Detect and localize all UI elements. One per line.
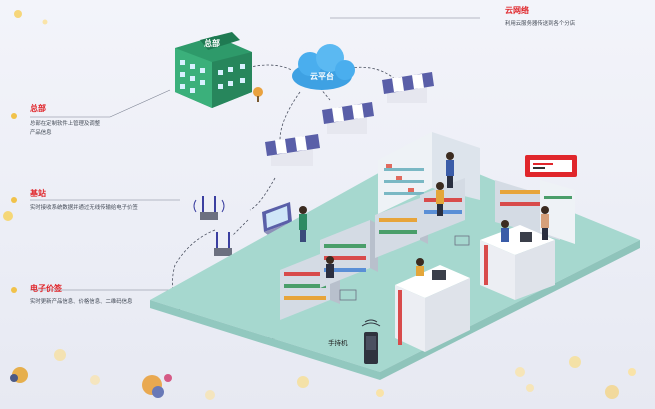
esl-tag-icon	[525, 155, 577, 177]
branch-store-icons	[265, 72, 434, 166]
base-station-title: 基站	[30, 189, 46, 198]
handheld-device-icon	[361, 319, 381, 364]
bokeh-decoration	[3, 10, 636, 400]
branch-store-2	[322, 102, 374, 134]
esl-desc: 实时更新产品信息、价格信息、二维码信息	[30, 299, 133, 305]
back-wall-shelves	[378, 132, 480, 214]
handheld-label: 手持机	[328, 339, 348, 347]
esl-title: 电子价签	[30, 284, 62, 293]
label-bullets	[11, 113, 17, 293]
branch-store-1	[382, 72, 434, 103]
cloud-icon: 云平台	[292, 44, 355, 90]
base-station-icon-2	[214, 232, 232, 256]
cloud-label: 云平台	[310, 71, 334, 81]
hq-title: 总部	[30, 104, 46, 113]
hq-desc-line-1: 总部在定制软件上管理及调整	[30, 121, 101, 127]
cloud-network-title: 云网络	[505, 6, 529, 15]
base-station-icon	[193, 196, 225, 220]
cloud-network-desc: 利用云服务器传送到各个分店	[505, 21, 576, 27]
shoppers	[299, 152, 549, 278]
headquarters-building: 总部	[175, 32, 263, 108]
checkout-counters	[395, 225, 555, 352]
hq-desc-line-2: 产品信息	[30, 130, 52, 136]
shopping-carts	[339, 235, 470, 301]
hq-sign-label: 总部	[204, 38, 220, 48]
branch-store-3	[265, 134, 320, 166]
base-station-desc: 实时接收系统数据并通过无线传输给电子价签	[30, 205, 138, 211]
